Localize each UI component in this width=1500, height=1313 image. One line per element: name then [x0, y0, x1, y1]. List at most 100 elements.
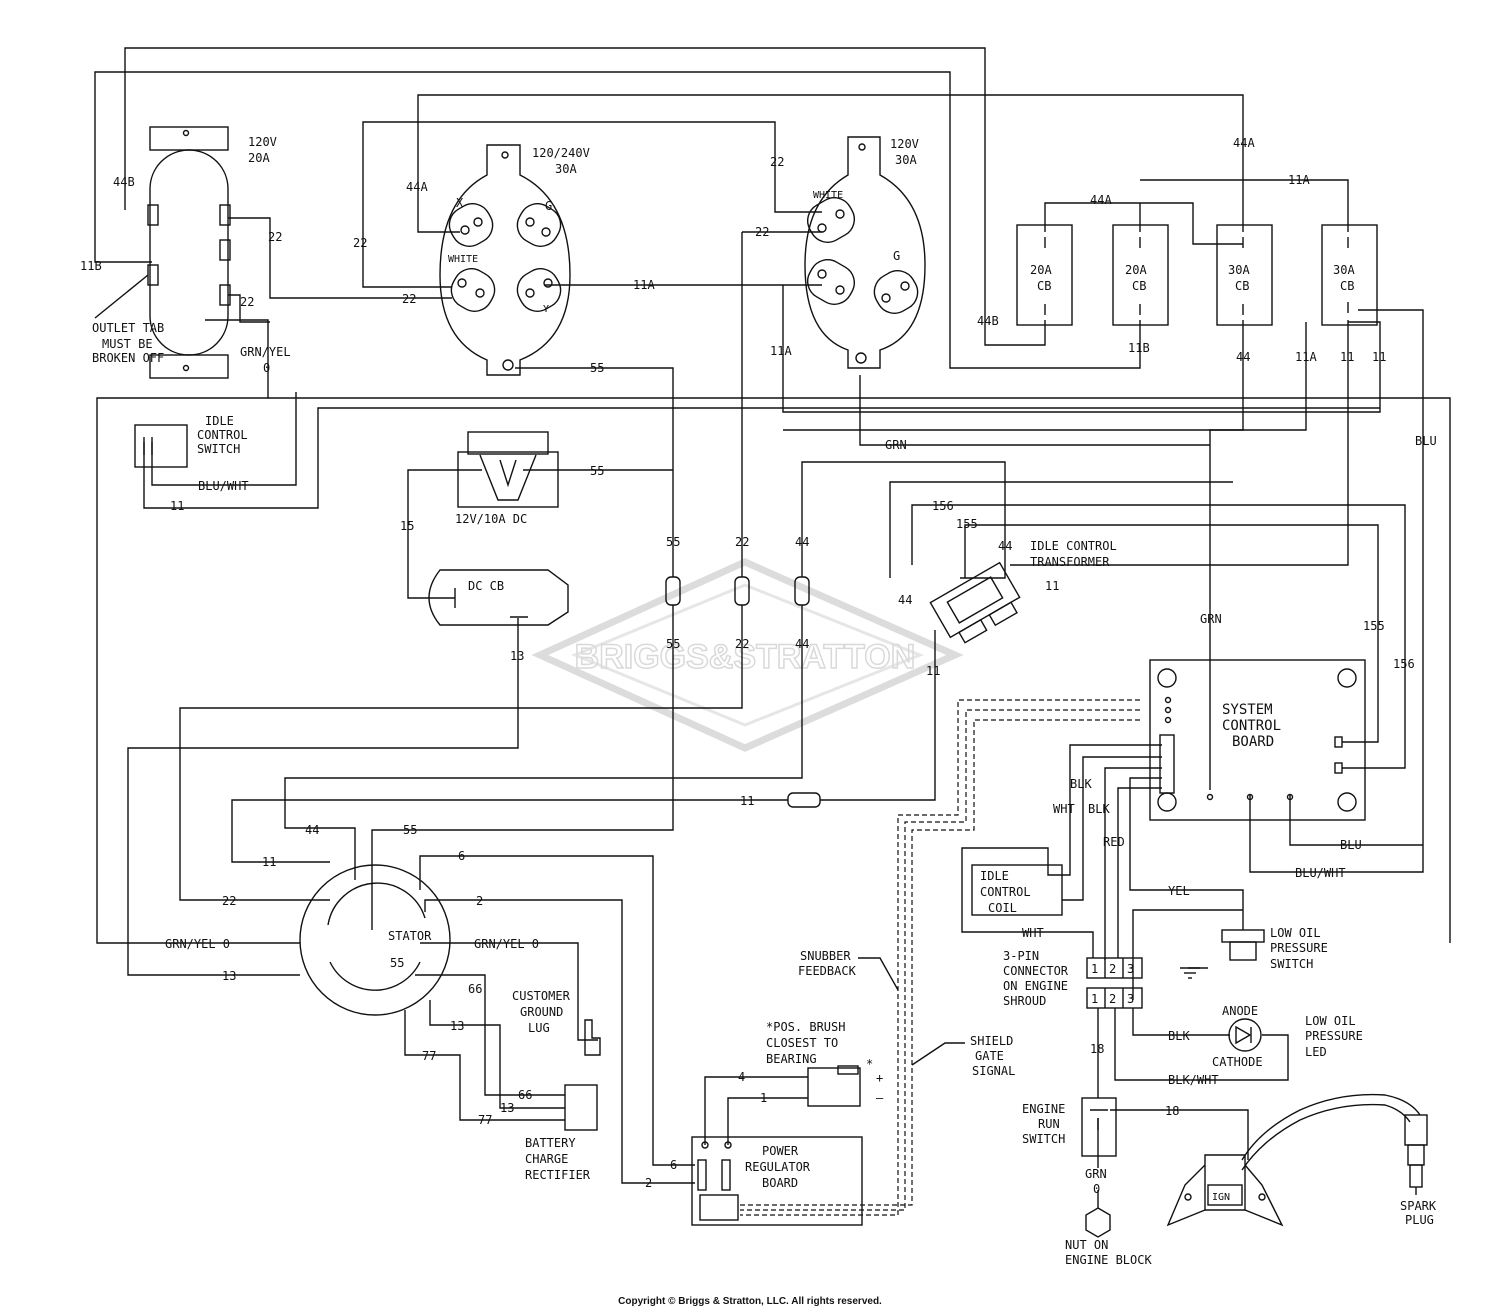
wire-label-22: 22 [402, 292, 416, 306]
wire-label-blu: BLU [1415, 434, 1437, 448]
stator: STATOR [299, 864, 451, 1016]
snubber-label-1: SNUBBER [800, 949, 851, 963]
oil-switch-label-2: PRESSURE [1270, 941, 1328, 955]
breaker-4: 30A CB [1321, 224, 1378, 326]
engine-block-nut: NUT ON ENGINE BLOCK [1065, 1190, 1152, 1267]
breaker-3-amps: 30A [1228, 263, 1250, 277]
dc-receptacle-label: 12V/10A DC [455, 512, 527, 526]
run-switch-label-3: SWITCH [1022, 1132, 1065, 1146]
led-label-3: LED [1305, 1045, 1327, 1059]
engine-run-switch: ENGINE RUN SWITCH [1022, 1097, 1117, 1157]
idle-switch-label-2: CONTROL [197, 428, 248, 442]
stator-label: STATOR [388, 929, 432, 943]
wire-label-18: 18 [1165, 1104, 1179, 1118]
outlet-30a-amps: 30A [895, 153, 917, 167]
wire-label-44b: 44B [977, 314, 999, 328]
wire-label-44: 44 [795, 535, 809, 549]
outlet-30a-rating: 120V [890, 137, 919, 151]
outlet-30a-white-label: WHITE [813, 190, 843, 201]
three-pin-connector: 1 2 3 1 2 3 3-PIN CONNECTOR ON ENGINE SH… [1003, 949, 1143, 1009]
outlet-240-rating: 120/240V [532, 146, 590, 160]
connector-label-4: SHROUD [1003, 994, 1046, 1008]
shield-label-1: SHIELD [970, 1034, 1013, 1048]
breaker-3-label: CB [1235, 279, 1249, 293]
wire-label-22: 22 [240, 295, 254, 309]
outlet-240-amps: 30A [555, 162, 577, 176]
wire-label-55: 55 [590, 464, 604, 478]
wire-label-55: 55 [666, 637, 680, 651]
wire-label-wht: WHT [1022, 926, 1044, 940]
brush-plus: + [876, 1071, 883, 1085]
pin-3-bottom: 3 [1127, 992, 1134, 1006]
outlet-30a-g-label: G [893, 249, 900, 263]
wire-label-44a: 44A [1233, 136, 1255, 150]
brush-note-1: *POS. BRUSH [766, 1020, 845, 1034]
wire-label-11: 11 [1340, 350, 1354, 364]
run-switch-label-1: ENGINE [1022, 1102, 1065, 1116]
wire-label-grn: GRN [1200, 612, 1222, 626]
dc-cb-label: DC CB [468, 579, 504, 593]
wire-label-11: 11 [1045, 579, 1059, 593]
brush-assembly: *POS. BRUSH CLOSEST TO BEARING * + – [766, 1020, 884, 1107]
brush-note-2: CLOSEST TO [766, 1036, 838, 1050]
snubber-arrow [858, 957, 899, 991]
breaker-2-label: CB [1132, 279, 1146, 293]
breaker-1-amps: 20A [1030, 263, 1052, 277]
wire-label-22: 22 [268, 230, 282, 244]
wire-label-11a: 11A [1295, 350, 1317, 364]
wire-label-22: 22 [770, 155, 784, 169]
wire-label-15: 15 [400, 519, 414, 533]
wire-label-0: 0 [263, 361, 270, 375]
idle-control-coil: IDLE CONTROL COIL [971, 864, 1063, 916]
wire-label-11a: 11A [633, 278, 655, 292]
idle-switch-label-1: IDLE [205, 414, 234, 428]
led-label-2: PRESSURE [1305, 1029, 1363, 1043]
idle-control-transformer [929, 561, 1021, 644]
wire-label-11b: 11B [80, 259, 102, 273]
wire-label-22: 22 [222, 894, 236, 908]
wire-label-blkwht: BLK/WHT [1168, 1073, 1219, 1087]
board-label-3: BOARD [1232, 734, 1274, 750]
wire-label-2: 2 [645, 1176, 652, 1190]
coil-label-2: CONTROL [980, 885, 1031, 899]
wire-label-155: 155 [956, 517, 978, 531]
board-label-2: CONTROL [1222, 718, 1281, 734]
wire-label-55: 55 [590, 361, 604, 375]
wire-label-blu: BLU [1340, 838, 1362, 852]
wire-label-44a: 44A [1090, 193, 1112, 207]
wire-label-11: 11 [926, 664, 940, 678]
pin-3-top: 3 [1127, 962, 1134, 976]
run-switch-label-2: RUN [1038, 1117, 1060, 1131]
brush-minus: – [876, 1091, 884, 1105]
board-label-1: SYSTEM [1222, 702, 1273, 718]
connector-label-1: 3-PIN [1003, 949, 1039, 963]
spark-plug: SPARK PLUG [1400, 1114, 1437, 1227]
ignition-coil: IGN [1166, 1093, 1421, 1227]
brush-star: * [866, 1057, 873, 1071]
wire-label-11: 11 [740, 794, 754, 808]
outlet-20a-amps: 20A [248, 151, 270, 165]
wire-label-11b: 11B [1128, 341, 1150, 355]
wire-label-55: 55 [666, 535, 680, 549]
wire-label-grn: GRN [885, 438, 907, 452]
coil-label-3: COIL [988, 901, 1017, 915]
breaker-1-label: CB [1037, 279, 1051, 293]
system-control-board: SYSTEM CONTROL BOARD [1149, 659, 1366, 821]
ground-lug-label-1: CUSTOMER [512, 989, 571, 1003]
wire-label-13: 13 [510, 649, 524, 663]
inline-connectors [665, 576, 821, 808]
connector-label-3: ON ENGINE [1003, 979, 1068, 993]
wire-label-44: 44 [998, 539, 1012, 553]
wire-label-77: 77 [478, 1113, 492, 1127]
transformer-label-1: IDLE CONTROL [1030, 539, 1117, 553]
wire-label-18: 18 [1090, 1042, 1104, 1056]
wire-label-13: 13 [450, 1019, 464, 1033]
wire-label-blk: BLK [1088, 802, 1110, 816]
watermark: BRIGGS&STRATTON [531, 558, 964, 752]
wire-label-11a: 11A [770, 344, 792, 358]
regulator-label-3: BOARD [762, 1176, 798, 1190]
wire-label-grnyel: GRN/YEL [240, 345, 291, 359]
wire-label-55: 55 [390, 956, 404, 970]
nut-label-2: ENGINE BLOCK [1065, 1253, 1152, 1267]
wire-label-155: 155 [1363, 619, 1385, 633]
